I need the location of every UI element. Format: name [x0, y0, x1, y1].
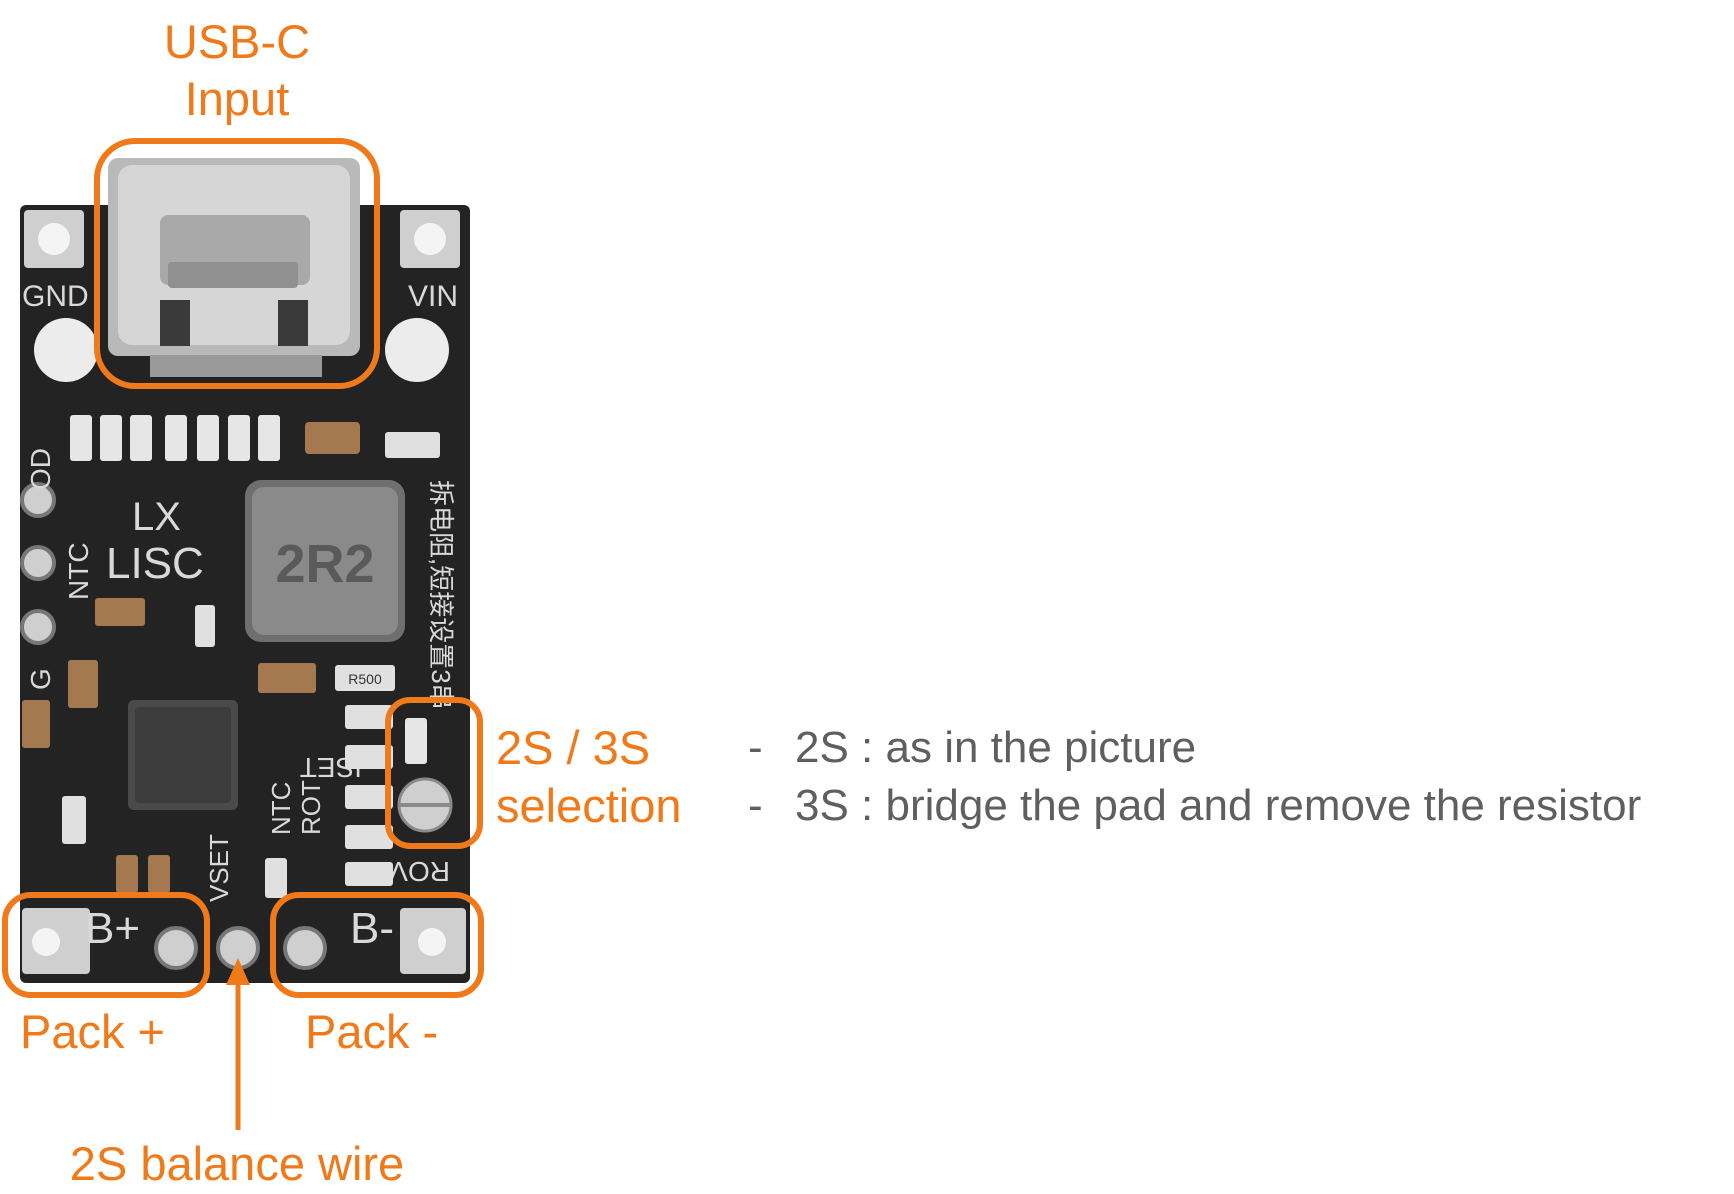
note-item-3s: 3S : bridge the pad and remove the resis… [795, 781, 1641, 830]
usb-c-label-line1: USB-C [164, 15, 310, 68]
silk-gnd: GND [22, 280, 89, 313]
note-item-2s: 2S : as in the picture [795, 723, 1196, 772]
g-pad [20, 609, 56, 645]
capacitor-mid [258, 663, 316, 693]
inductor-label: 2R2 [275, 534, 374, 594]
selection-label-line1: 2S / 3S [496, 721, 650, 774]
bplus-pad [22, 908, 198, 974]
mount-hole-left [34, 318, 98, 382]
note-dash-1: - [748, 723, 763, 772]
resistor-bottom-mid [265, 858, 287, 898]
pack-plus-label: Pack + [20, 1005, 165, 1058]
pack-plus-callout-box [2, 892, 210, 998]
inductor-2r2: 2R2 [245, 480, 405, 642]
capacitor-bottom-a [116, 855, 138, 893]
resistor-top-right [385, 432, 440, 458]
resistor-r500 [335, 665, 395, 691]
silk-r500: R500 [348, 671, 382, 687]
selection-resistor [405, 718, 427, 764]
silk-chinese-note: 拆电阻,短接设置3串 [426, 480, 456, 710]
controller-ic [128, 700, 238, 810]
bminus-pad [283, 908, 466, 974]
silk-bminus: B- [350, 904, 394, 953]
selection-label-line2: selection [496, 779, 682, 832]
vin-mount-pad [400, 210, 460, 268]
silk-ntc-left: NTC [63, 542, 94, 600]
resistor-bottom-left [62, 796, 86, 844]
resistor-stack-right [345, 705, 393, 886]
silk-rov: ROV [389, 856, 450, 887]
resistor-row [70, 415, 280, 461]
silk-vset: VSET [204, 834, 234, 902]
silk-vin: VIN [408, 280, 458, 313]
mount-hole-right [385, 318, 449, 382]
capacitor-left-c [22, 700, 50, 748]
od-pad [20, 482, 56, 518]
note-dash-2: - [748, 781, 763, 830]
resistor-left-a [195, 605, 215, 647]
capacitor-left-a [95, 598, 145, 626]
gnd-mount-pad [24, 210, 84, 268]
silk-lx: LX [132, 495, 181, 539]
usb-c-callout-box [94, 138, 380, 389]
capacitor-top [305, 422, 360, 454]
silk-bplus: B+ [85, 904, 140, 953]
usb-c-label-line2: Input [185, 72, 290, 125]
capacitor-bottom-b [148, 855, 170, 893]
silk-lisc: LISC [106, 539, 204, 588]
silk-g: G [25, 668, 56, 690]
usb-c-connector [108, 158, 360, 377]
silk-rot: ROT [296, 780, 326, 835]
pack-minus-label: Pack - [305, 1005, 438, 1058]
selection-callout-box [385, 697, 483, 849]
pack-minus-callout-box [270, 892, 484, 998]
balance-wire-label: 2S balance wire [70, 1137, 404, 1190]
ntc-pad [20, 545, 56, 581]
silk-ntc-mid: NTC [266, 782, 296, 835]
balance-wire-arrow [226, 958, 250, 1130]
capacitor-left-b [68, 660, 98, 708]
silk-od: OD [25, 448, 56, 490]
